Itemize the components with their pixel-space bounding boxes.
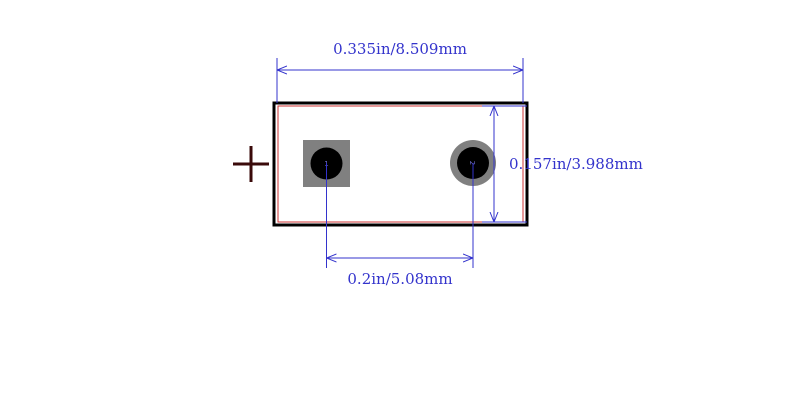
courtyard-outline <box>277 105 524 223</box>
height-dimension-label: 0.157in/3.988mm <box>509 155 643 173</box>
pitch-dimension: 0.2in/5.08mm <box>326 163 474 288</box>
width-dimension-label: 0.335in/8.509mm <box>333 40 467 58</box>
component-outline <box>272 101 529 227</box>
pad-2-number: 2 <box>468 161 476 165</box>
pitch-dimension-label: 0.2in/5.08mm <box>347 270 452 288</box>
height-dimension: 0.157in/3.988mm <box>482 105 643 223</box>
width-dimension: 0.335in/8.509mm <box>276 40 524 103</box>
polarity-plus-icon <box>233 146 269 182</box>
